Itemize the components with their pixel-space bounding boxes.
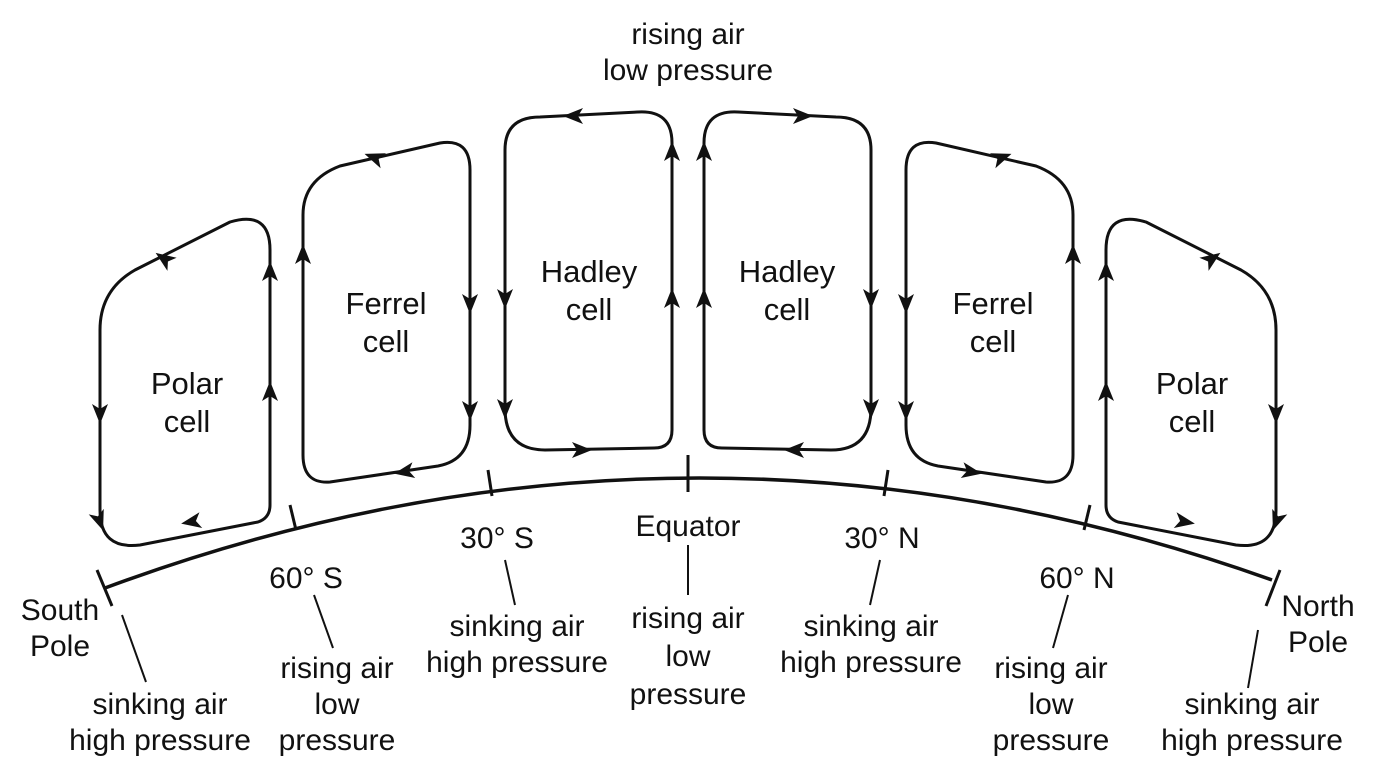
north-pole-desc: high pressure — [1161, 724, 1343, 757]
flow-arrow-south — [394, 462, 416, 478]
lat-30n-desc: high pressure — [780, 646, 962, 679]
ferrel-cell-south-label: Ferrel — [346, 286, 427, 321]
lat-60s-desc: low — [314, 688, 359, 721]
leader-60s — [313, 594, 334, 649]
tick-30n — [882, 469, 890, 497]
hadley-cell-south-label: Hadley — [541, 254, 638, 289]
leader-30n — [869, 559, 881, 606]
equator-desc: low — [665, 640, 710, 673]
equator-desc: pressure — [630, 678, 747, 711]
flow-arrow-north — [793, 108, 813, 124]
top-low-pressure-label: low pressure — [603, 54, 773, 87]
south-pole-desc: high pressure — [69, 724, 251, 757]
flow-arrow-south — [262, 261, 278, 281]
flow-arrow-south — [295, 244, 311, 264]
cell-labels: Polar cell Ferrel cell Hadley cell Hadle… — [151, 254, 1228, 439]
north-pole-name: Pole — [1288, 626, 1348, 659]
tick-30s — [486, 469, 494, 497]
flow-arrow-north — [696, 141, 712, 161]
flow-arrow-north — [1098, 261, 1114, 281]
flow-arrows — [88, 108, 1288, 531]
flow-arrow-north — [863, 289, 879, 309]
flow-arrow-north — [1065, 244, 1081, 264]
polar-cell-south-label: Polar — [151, 366, 223, 401]
south-pole-desc: sinking air — [92, 688, 227, 721]
lat-60n-name: 60° N — [1039, 562, 1114, 595]
leader-north-pole — [1247, 629, 1259, 689]
flow-arrow-south — [664, 288, 680, 308]
tick-south-pole — [95, 569, 114, 607]
lat-30s-desc: high pressure — [426, 646, 608, 679]
ferrel-cell-north-label: cell — [970, 324, 1017, 359]
lat-30s-desc: sinking air — [449, 610, 584, 643]
flow-arrow-north — [989, 153, 1012, 169]
flow-arrow-south — [462, 294, 478, 314]
lat-60s-desc: pressure — [279, 724, 396, 757]
tick-north-pole — [1264, 569, 1282, 607]
flow-arrow-north — [898, 294, 914, 314]
equator-desc: rising air — [631, 602, 744, 635]
flow-arrow-south — [181, 512, 203, 528]
latitude-descriptions: sinking air high pressure rising air low… — [69, 602, 1343, 757]
lat-30n-name: 30° N — [844, 522, 919, 555]
leader-60n — [1052, 594, 1069, 649]
flow-arrow-north — [1272, 508, 1288, 531]
polar-cell-north-label: cell — [1169, 404, 1216, 439]
flow-arrow-north — [1199, 252, 1221, 271]
ferrel-cell-south-loop — [301, 140, 472, 484]
flow-arrow-north — [1173, 512, 1195, 528]
ferrel-cell-north-loop — [904, 140, 1075, 484]
polar-cell-north-label: Polar — [1156, 366, 1228, 401]
flow-arrow-north — [1268, 404, 1284, 424]
hadley-cell-north-label: Hadley — [739, 254, 836, 289]
flow-arrow-north — [1098, 381, 1114, 401]
flow-arrow-south — [262, 381, 278, 401]
leader-south-pole — [121, 614, 147, 683]
leader-30s — [504, 559, 516, 606]
south-pole-name: South — [21, 594, 99, 627]
lat-60n-desc: pressure — [993, 724, 1110, 757]
flow-arrow-south — [92, 404, 108, 424]
flow-arrow-north — [863, 399, 879, 419]
lat-30n-desc: sinking air — [803, 610, 938, 643]
latitude-names: South Pole 60° S 30° S Equator 30° N 60°… — [21, 510, 1355, 663]
flow-arrow-south — [88, 508, 104, 531]
flow-arrow-south — [364, 153, 387, 169]
flow-arrow-south — [497, 289, 513, 309]
ferrel-cell-south-label: cell — [363, 324, 410, 359]
lat-60n-desc: rising air — [994, 652, 1107, 685]
flow-arrow-north — [898, 401, 914, 421]
tick-60s — [288, 504, 298, 531]
polar-cell-south-label: cell — [164, 404, 211, 439]
lat-60s-name: 60° S — [269, 562, 343, 595]
hadley-cell-north-label: cell — [764, 292, 811, 327]
lat-30s-name: 30° S — [460, 522, 534, 555]
equator-name: Equator — [635, 510, 740, 543]
leader-lines — [121, 545, 1259, 689]
flow-arrow-north — [784, 442, 804, 458]
north-pole-name: North — [1281, 590, 1354, 623]
flow-arrow-south — [572, 442, 592, 458]
lat-60n-desc: low — [1028, 688, 1073, 721]
flow-arrow-south — [497, 399, 513, 419]
latitude-ticks — [95, 455, 1282, 607]
top-rising-air-label: rising air — [631, 18, 744, 51]
south-pole-name: Pole — [30, 630, 90, 663]
flow-arrow-south — [462, 401, 478, 421]
flow-arrow-north — [960, 462, 982, 478]
tick-60n — [1082, 504, 1092, 531]
flow-arrow-south — [563, 108, 583, 124]
lat-60s-desc: rising air — [280, 652, 393, 685]
north-pole-desc: sinking air — [1184, 688, 1319, 721]
flow-arrow-south — [664, 141, 680, 161]
flow-arrow-north — [696, 288, 712, 308]
ferrel-cell-north-label: Ferrel — [953, 286, 1034, 321]
flow-arrow-south — [155, 252, 177, 271]
hadley-cell-south-label: cell — [566, 292, 613, 327]
